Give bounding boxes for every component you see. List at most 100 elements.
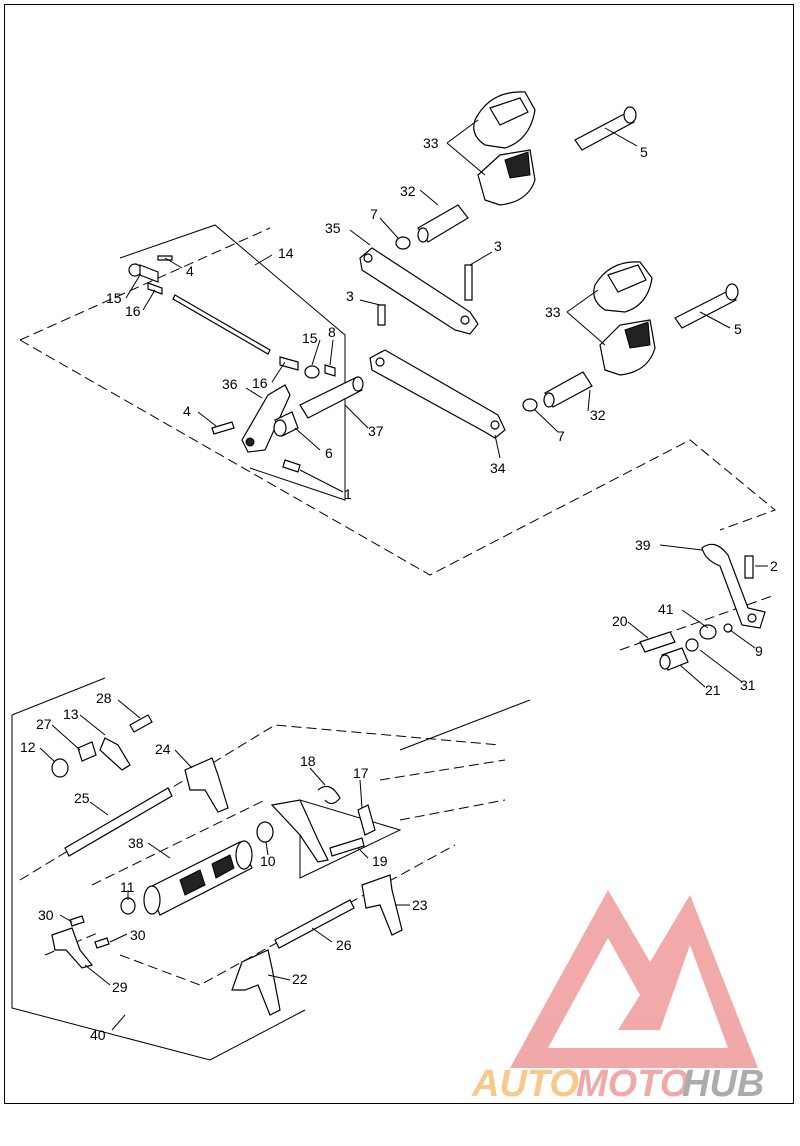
callout-16: 16 — [252, 375, 268, 391]
callout-27: 27 — [36, 716, 52, 732]
logo-text-auto: AUTO — [471, 1063, 579, 1105]
washer-upper — [395, 236, 411, 250]
callout-numbers: 33 5 32 7 35 3 14 4 15 16 3 33 5 8 15 16… — [20, 135, 778, 1043]
callout-15: 15 — [106, 290, 122, 306]
assembly-outline-lower — [379, 759, 506, 781]
callout-11: 11 — [120, 879, 135, 895]
assembly-outline-40 — [11, 715, 306, 1061]
callout-35: 35 — [325, 220, 341, 236]
washer-lower — [522, 398, 538, 412]
retaining-ring-11 — [120, 897, 136, 915]
callout-31: 31 — [740, 677, 756, 693]
assembly-outline-upper — [19, 339, 776, 576]
callout-21: 21 — [705, 682, 721, 698]
callout-5: 5 — [640, 144, 648, 160]
callout-4: 4 — [183, 403, 191, 419]
callout-33: 33 — [423, 135, 439, 151]
screw-30b — [94, 937, 110, 949]
logo-text-moto: MOTO — [576, 1063, 689, 1105]
callout-18: 18 — [300, 753, 316, 769]
callout-38: 38 — [128, 835, 144, 851]
footrest-arm-35 — [359, 247, 479, 335]
pawl-13 — [99, 737, 131, 771]
shift-fork-23 — [361, 874, 403, 936]
callout-17: 17 — [353, 765, 369, 781]
logo-text-hub: HUB — [682, 1063, 764, 1105]
rod-end-lower — [279, 356, 336, 379]
screw-2 — [744, 555, 754, 579]
spacer-27 — [77, 741, 97, 762]
nut-31 — [685, 638, 699, 652]
footpeg-upper — [473, 91, 536, 206]
fork-rod-25 — [64, 787, 173, 857]
callout-40: 40 — [90, 1027, 106, 1043]
callout-9: 9 — [755, 643, 763, 659]
shift-drum-38 — [143, 840, 253, 916]
callout-10: 10 — [260, 853, 276, 869]
pin-20 — [639, 631, 676, 653]
callout-39: 39 — [635, 537, 651, 553]
callout-7: 7 — [557, 428, 565, 444]
assembly-outline-lower — [399, 799, 506, 821]
bushing-21 — [659, 647, 689, 671]
assembly-outline-40 — [399, 699, 531, 751]
diagram-frame — [4, 4, 794, 1104]
sleeve-upper — [417, 204, 469, 243]
shift-shaft-37 — [299, 376, 364, 419]
pin-3-lower — [377, 304, 386, 326]
callout-23: 23 — [412, 897, 428, 913]
callout-4: 4 — [186, 263, 194, 279]
callout-29: 29 — [112, 979, 128, 995]
footrest-arm-34 — [369, 349, 506, 439]
fork-rod-26 — [274, 899, 355, 949]
assembly-outline-upper — [19, 227, 271, 341]
callout-3: 3 — [346, 288, 354, 304]
shift-pawl-assembly-17 — [270, 799, 376, 863]
callout-33: 33 — [545, 304, 561, 320]
pivot-pin-lower — [674, 283, 739, 329]
callout-36: 36 — [222, 376, 238, 392]
callout-14: 14 — [278, 245, 294, 261]
callout-19: 19 — [372, 853, 388, 869]
callout-41: 41 — [658, 601, 674, 617]
automotohub-logo: AUTO MOTO HUB — [471, 890, 764, 1105]
detent-plate-29 — [51, 927, 94, 969]
callout-20: 20 — [612, 613, 628, 629]
callout-30: 30 — [38, 907, 54, 923]
callout-30: 30 — [130, 927, 146, 943]
callout-3: 3 — [494, 238, 502, 254]
callout-32: 32 — [400, 183, 416, 199]
screw-30a — [69, 915, 85, 927]
callout-12: 12 — [20, 739, 36, 755]
assembly-outline-40 — [11, 677, 106, 716]
callout-13: 13 — [63, 706, 79, 722]
roller-12 — [51, 758, 69, 778]
bushing-6 — [273, 411, 299, 437]
pivot-pin-upper — [574, 106, 637, 151]
logo-triangle-mark — [510, 890, 758, 1068]
shifter-lever-39 — [701, 543, 766, 629]
callout-34: 34 — [490, 460, 506, 476]
leader-lines — [39, 119, 768, 1031]
bolt-28 — [129, 714, 153, 733]
sleeve-lower — [543, 371, 593, 408]
assembly-outline-14 — [119, 224, 346, 501]
pin-3-upper — [464, 264, 473, 301]
assembly-outline-lower — [119, 844, 456, 986]
callout-6: 6 — [325, 445, 333, 461]
spring-18 — [317, 785, 341, 805]
shift-lever-36 — [241, 384, 291, 453]
assembly-outline-lower — [44, 931, 101, 956]
retaining-ring-10 — [256, 821, 274, 843]
footpeg-lower — [593, 261, 656, 376]
callout-2: 2 — [770, 558, 778, 574]
rod-end-upper — [128, 255, 173, 295]
shift-fork-24 — [184, 757, 229, 813]
bolt-4-lower — [211, 421, 235, 435]
callout-16: 16 — [125, 303, 141, 319]
shift-fork-22 — [231, 949, 281, 1016]
assembly-outline-19 — [299, 799, 402, 879]
callout-8: 8 — [328, 324, 336, 340]
washer-41 — [699, 624, 717, 640]
